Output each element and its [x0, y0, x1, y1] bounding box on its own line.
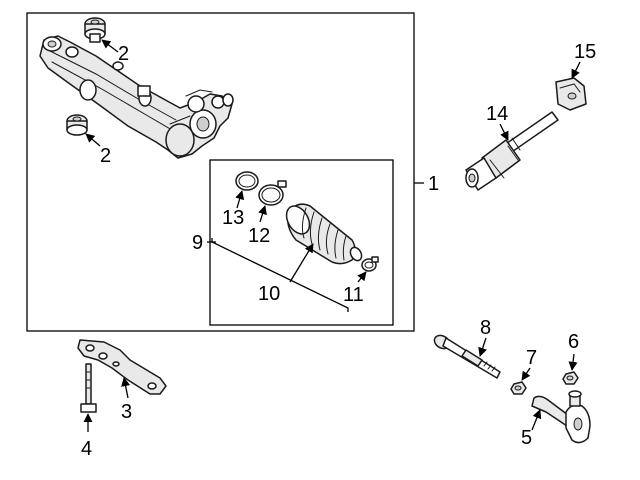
- callout-5: 5: [521, 427, 532, 449]
- support-bracket[interactable]: [77, 339, 167, 395]
- steering-rack-housing[interactable]: [39, 35, 234, 159]
- callout-12: 12: [248, 225, 270, 247]
- callout-10: 10: [258, 283, 280, 305]
- callout-4: 4: [81, 438, 92, 460]
- jam-nut[interactable]: [510, 381, 527, 395]
- ring[interactable]: [235, 171, 259, 191]
- callout-8: 8: [480, 317, 491, 339]
- mount-bushing-upper[interactable]: [84, 17, 106, 43]
- callout-6: 6: [568, 331, 579, 353]
- callout-9: 9: [192, 232, 203, 254]
- outer-clamp[interactable]: [361, 256, 379, 272]
- bolt[interactable]: [80, 363, 97, 413]
- callout-13: 13: [222, 207, 244, 229]
- nut[interactable]: [562, 371, 579, 385]
- callout-2-lower: 2: [100, 145, 111, 167]
- assembly-box: [26, 12, 415, 332]
- callout-14: 14: [486, 103, 508, 125]
- boot[interactable]: [282, 202, 364, 265]
- callout-3: 3: [121, 401, 132, 423]
- mount-bushing-lower[interactable]: [66, 114, 88, 136]
- inner-tie-rod[interactable]: [432, 333, 501, 379]
- callout-1: 1: [428, 173, 439, 195]
- intermediate-shaft[interactable]: [465, 111, 559, 191]
- shaft-bracket[interactable]: [555, 77, 587, 111]
- callout-15: 15: [574, 41, 596, 63]
- callout-7: 7: [526, 347, 537, 369]
- outer-tie-rod-end[interactable]: [531, 390, 591, 444]
- callout-2-upper: 2: [118, 43, 129, 65]
- clamp[interactable]: [258, 180, 287, 206]
- callout-11: 11: [343, 284, 364, 306]
